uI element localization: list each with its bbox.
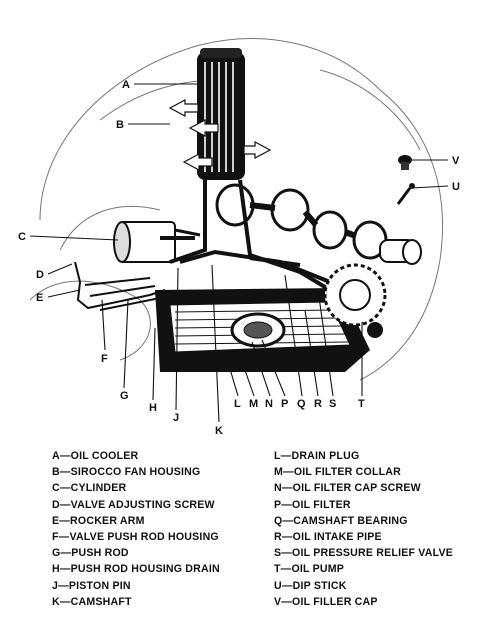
callout-v: V bbox=[452, 155, 460, 167]
legend-item: J—PISTON PIN bbox=[52, 579, 131, 592]
callout-d: D bbox=[36, 269, 44, 281]
leader-lines bbox=[29, 83, 449, 423]
callout-a: A bbox=[122, 79, 130, 91]
callout-h: H bbox=[149, 402, 157, 414]
legend-item: G—PUSH ROD bbox=[52, 547, 129, 560]
callout-g: G bbox=[120, 390, 129, 402]
oil-filler-cap bbox=[398, 155, 412, 170]
legend-item: Q—CAMSHAFT BEARING bbox=[274, 514, 408, 527]
legend-item: U—DIP STICK bbox=[274, 579, 347, 592]
legend-item: M—OIL FILTER COLLAR bbox=[274, 466, 401, 479]
callout-f: F bbox=[101, 353, 108, 365]
callout-p: P bbox=[281, 398, 288, 410]
callout-j: J bbox=[173, 412, 179, 424]
callout-labels: A B C D E F G H J K L M N P Q R S T U V bbox=[18, 79, 460, 437]
oil-pump bbox=[323, 263, 387, 338]
cylinder bbox=[113, 221, 201, 263]
legend-item: B—SIROCCO FAN HOUSING bbox=[52, 466, 201, 479]
legend-item: K—CAMSHAFT bbox=[52, 595, 132, 608]
airflow-arrows bbox=[168, 99, 272, 171]
callout-l: L bbox=[234, 398, 241, 410]
legend-item: E—ROCKER ARM bbox=[52, 514, 145, 527]
callout-c: C bbox=[18, 231, 26, 243]
legend-item: C—CYLINDER bbox=[52, 482, 127, 495]
oil-cooler bbox=[197, 48, 245, 180]
legend-item: P—OIL FILTER bbox=[274, 498, 351, 511]
callout-s: S bbox=[329, 398, 336, 410]
callout-m: M bbox=[249, 398, 258, 410]
legend-item: S—OIL PRESSURE RELIEF VALVE bbox=[274, 547, 454, 560]
legend-item: D—VALVE ADJUSTING SCREW bbox=[52, 498, 215, 511]
legend-item: N—OIL FILTER CAP SCREW bbox=[274, 482, 421, 495]
legend-column-right: L—DRAIN PLUG M—OIL FILTER COLLAR N—OIL F… bbox=[274, 448, 453, 610]
legend-column-left: A—OIL COOLER B—SIROCCO FAN HOUSING C—CYL… bbox=[52, 448, 220, 610]
parts-legend: A—OIL COOLER B—SIROCCO FAN HOUSING C—CYL… bbox=[0, 448, 500, 617]
legend-item: H—PUSH ROD HOUSING DRAIN bbox=[52, 563, 220, 576]
callout-b: B bbox=[116, 119, 124, 131]
legend-item: L—DRAIN PLUG bbox=[274, 450, 360, 462]
push-rod-housing bbox=[74, 261, 166, 311]
dip-stick bbox=[396, 183, 415, 205]
engine-lubrication-diagram: A B C D E F G H J K L M N P Q R S T U V bbox=[18, 38, 460, 437]
legend-item: F—VALVE PUSH ROD HOUSING bbox=[52, 530, 219, 543]
callout-r: R bbox=[314, 398, 322, 410]
callout-k: K bbox=[215, 425, 223, 437]
legend-item: V—OIL FILLER CAP bbox=[274, 595, 378, 608]
callout-n: N bbox=[265, 398, 273, 410]
callout-e: E bbox=[36, 292, 43, 304]
callout-u: U bbox=[452, 181, 460, 193]
callout-t: T bbox=[358, 398, 365, 410]
callout-q: Q bbox=[297, 398, 306, 410]
legend-item: A—OIL COOLER bbox=[52, 450, 139, 462]
legend-item: R—OIL INTAKE PIPE bbox=[274, 530, 382, 543]
legend-item: T—OIL PUMP bbox=[274, 563, 345, 576]
